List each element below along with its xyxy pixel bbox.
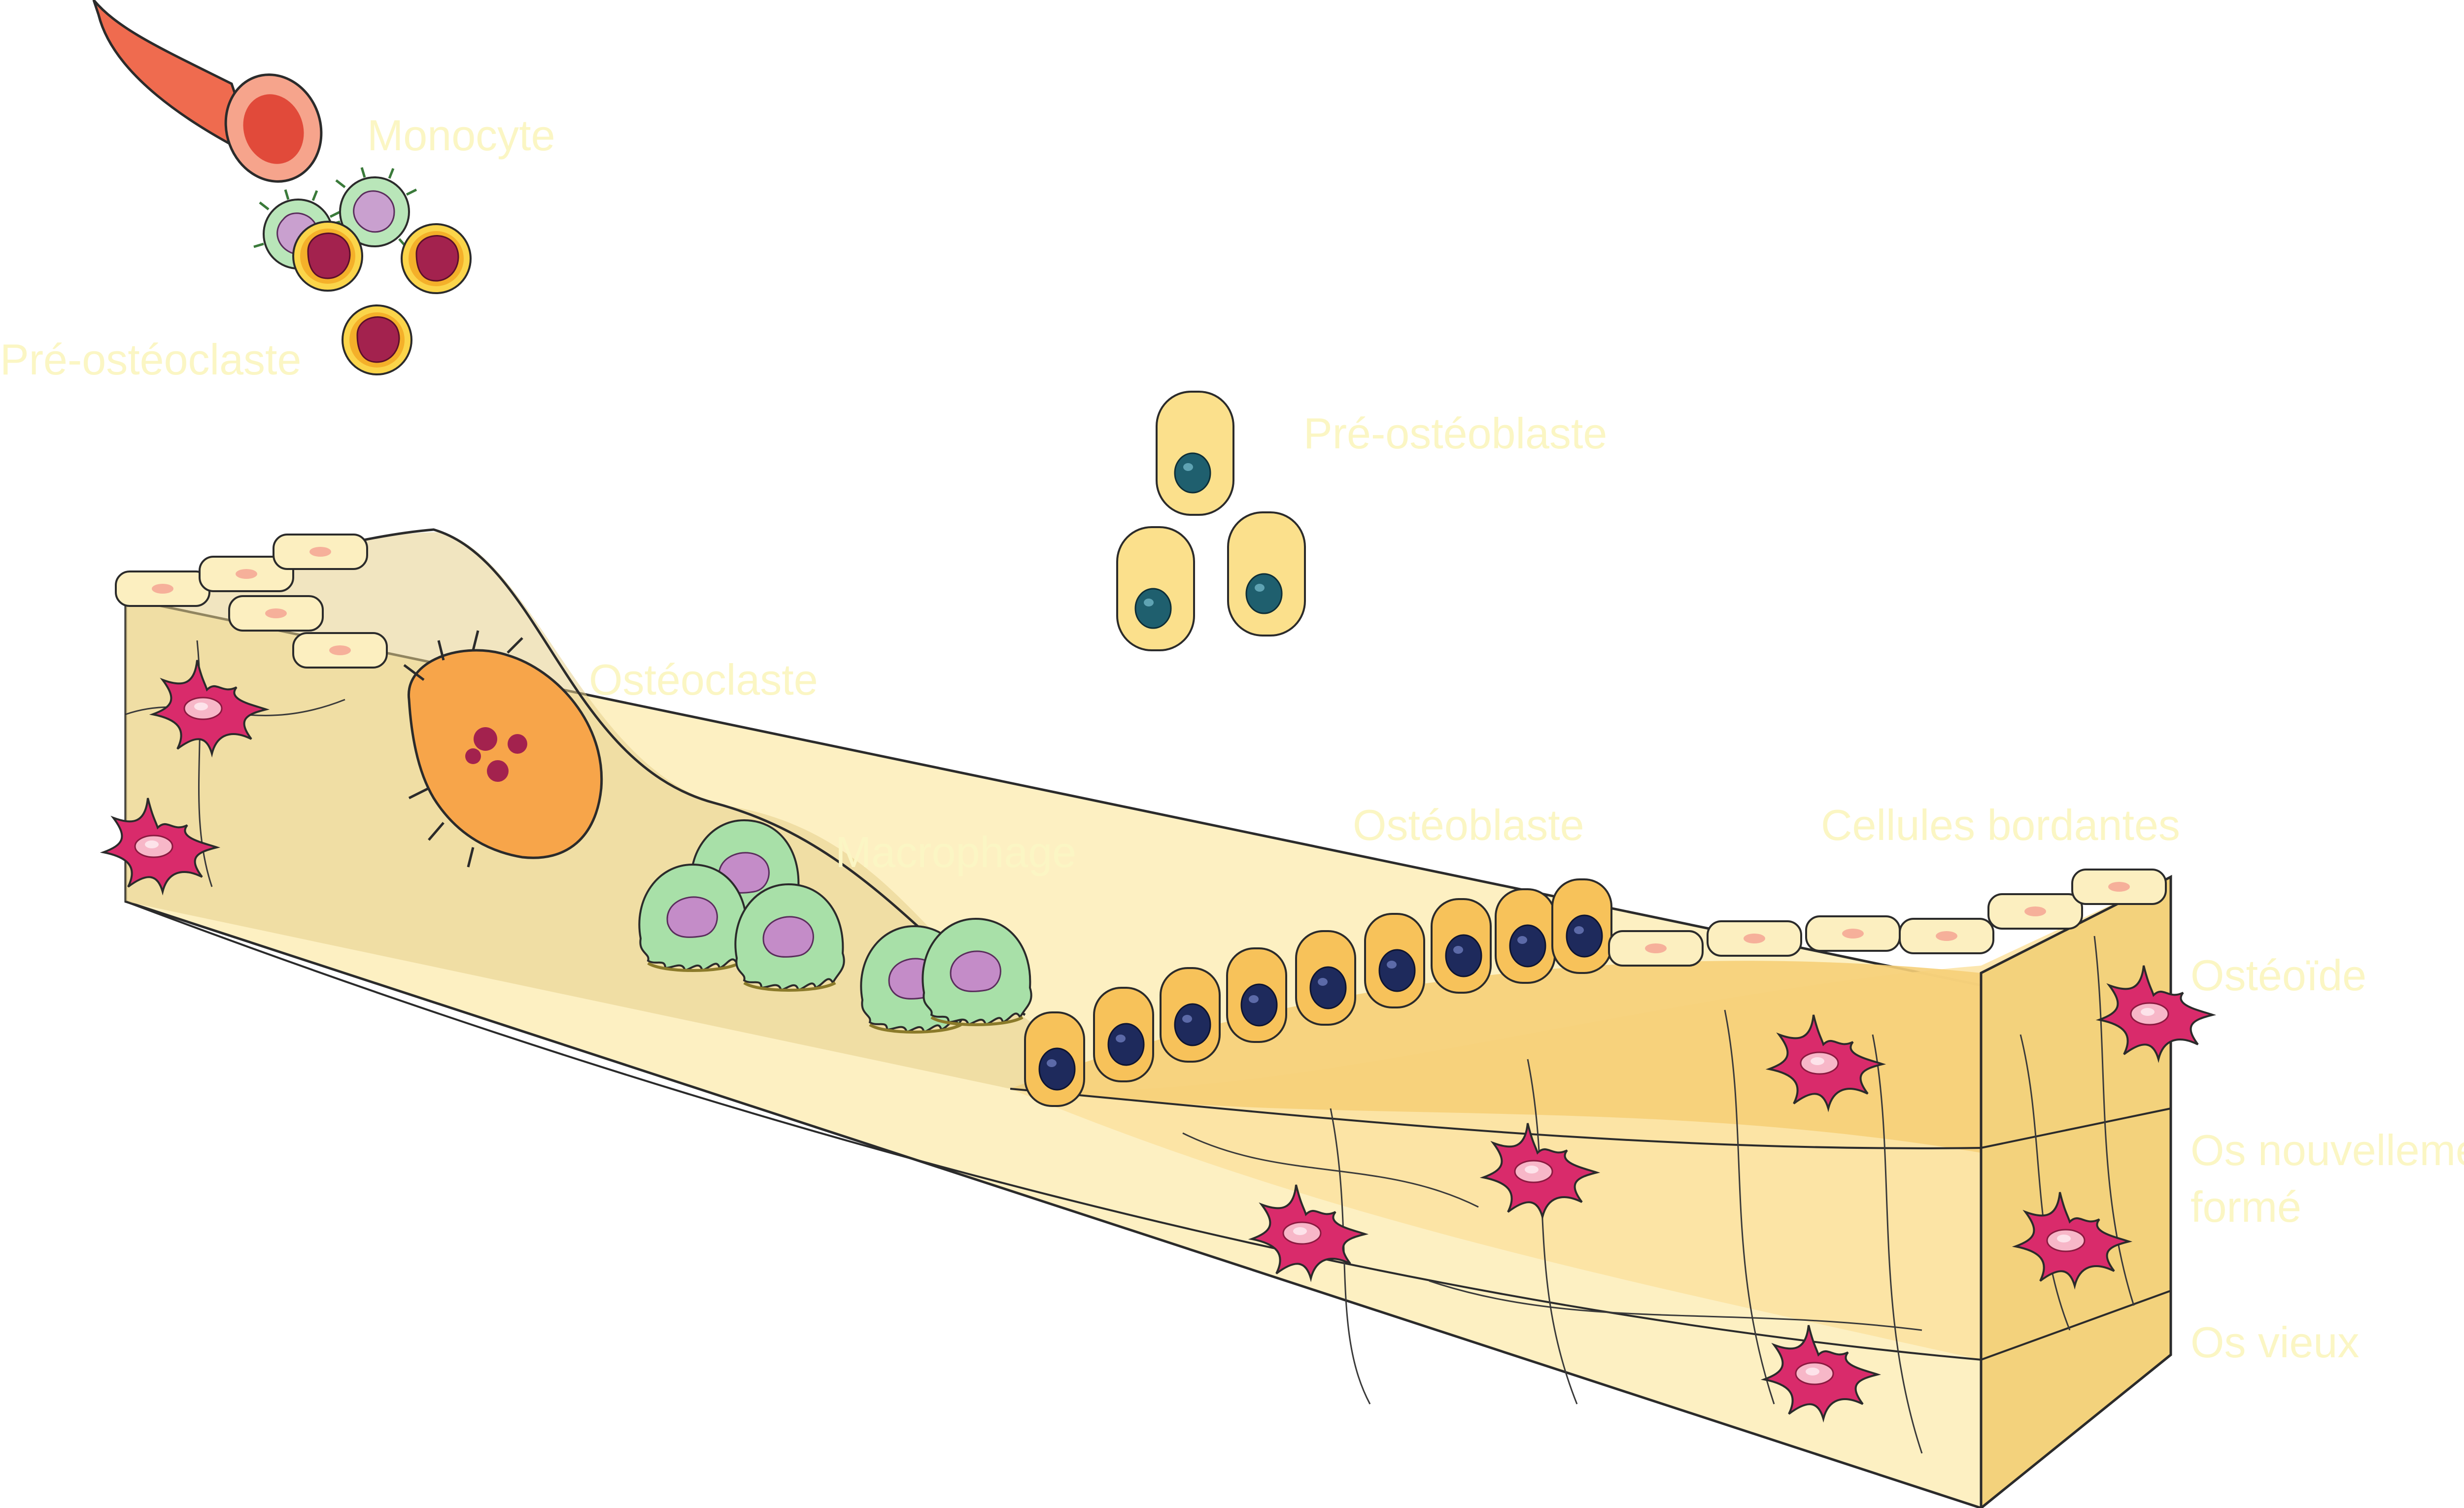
- label-os-nouvellement-forme-1: Os nouvellement: [2190, 1126, 2464, 1174]
- label-os-nouvellement-forme-2: formé: [2190, 1182, 2301, 1231]
- label-macrophage: Macrophage: [835, 828, 1076, 876]
- pre-osteoblast-group: [1116, 391, 1306, 651]
- osteoclast: [403, 630, 603, 868]
- label-pre-osteoclaste: Pré-ostéoclaste: [0, 335, 301, 384]
- blood-vessel: [92, 0, 323, 183]
- label-osteoide: Ostéoïde: [2190, 951, 2366, 1000]
- label-cellules-bordantes: Cellules bordantes: [1821, 801, 2180, 849]
- label-os-vieux: Os vieux: [2190, 1318, 2359, 1367]
- label-osteoclaste: Ostéoclaste: [589, 655, 818, 704]
- label-monocyte: Monocyte: [367, 111, 555, 160]
- label-pre-osteoblaste: Pré-ostéoblaste: [1303, 409, 1607, 458]
- label-osteoblaste: Ostéoblaste: [1353, 801, 1584, 849]
